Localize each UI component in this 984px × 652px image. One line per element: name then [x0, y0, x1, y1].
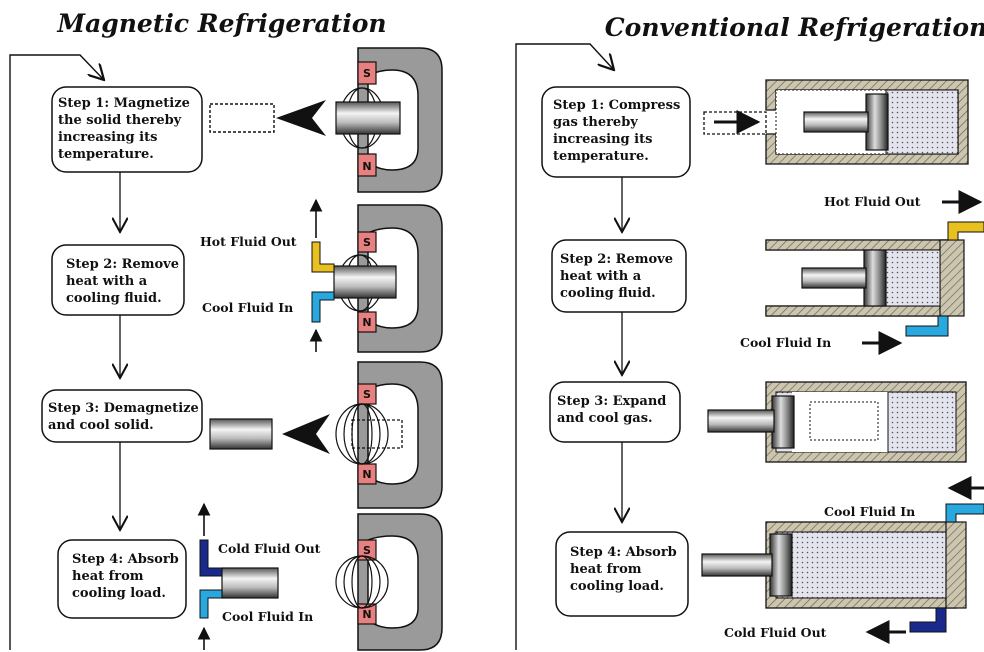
magnet-step-2: S N Hot Fluid Out Cool Fluid In: [200, 198, 443, 353]
cylinder-step-1: [703, 79, 969, 165]
conventional-step-2: Step 2: Remove heat with a cooling fluid…: [551, 239, 687, 313]
magnet-step-3: S N: [209, 361, 443, 509]
cylinder-step-2: Hot Fluid Out Cool Fluid In: [740, 190, 984, 355]
magnet-step-4: S N Cold Fluid Out Cool Fluid In: [197, 502, 443, 651]
svg-text:temperature.: temperature.: [58, 147, 154, 162]
svg-text:and cool solid.: and cool solid.: [48, 418, 154, 433]
svg-text:Step 2: Remove: Step 2: Remove: [560, 252, 673, 267]
svg-text:temperature.: temperature.: [553, 149, 649, 164]
svg-text:and cool gas.: and cool gas.: [557, 411, 653, 426]
magnetic-step-3: Step 3: Demagnetize and cool solid.: [41, 389, 203, 443]
cool-fluid-in-label: Cool Fluid In: [202, 300, 293, 315]
svg-text:heat from: heat from: [570, 562, 642, 577]
cycle-loop-line: [515, 43, 614, 650]
svg-text:increasing its: increasing its: [553, 132, 652, 147]
svg-text:cooling fluid.: cooling fluid.: [560, 286, 656, 301]
svg-text:N: N: [362, 160, 371, 173]
svg-text:S: S: [363, 67, 371, 80]
cold-fluid-out-label: Cold Fluid Out: [218, 541, 321, 556]
svg-text:heat from: heat from: [72, 569, 144, 584]
svg-text:Step 3: Demagnetize: Step 3: Demagnetize: [48, 401, 199, 416]
magnetic-step-1: Step 1: Magnetize the solid thereby incr…: [51, 86, 203, 173]
svg-text:Step 1: Magnetize: Step 1: Magnetize: [58, 96, 190, 111]
cool-fluid-in-label: Cool Fluid In: [824, 504, 915, 519]
magnet-step-1: S N: [209, 47, 443, 193]
conventional-step-3: Step 3: Expand and cool gas.: [549, 381, 681, 443]
svg-text:the solid thereby: the solid thereby: [58, 113, 182, 128]
svg-text:Step 2: Remove: Step 2: Remove: [66, 257, 179, 272]
svg-text:N: N: [362, 316, 371, 329]
cycle-loop-line: [9, 54, 104, 650]
cool-fluid-in-label: Cool Fluid In: [222, 609, 313, 624]
svg-text:cooling fluid.: cooling fluid.: [66, 291, 162, 306]
svg-text:S: S: [363, 236, 371, 249]
magnetic-panel: Magnetic Refrigeration Step 1: Magnetize…: [9, 9, 443, 651]
hot-fluid-out-label: Hot Fluid Out: [824, 194, 921, 209]
svg-text:increasing its: increasing its: [58, 130, 157, 145]
svg-text:S: S: [363, 388, 371, 401]
conventional-title: Conventional Refrigeration: [605, 13, 984, 42]
cool-fluid-in-label: Cool Fluid In: [740, 335, 831, 350]
svg-text:S: S: [363, 544, 371, 557]
conventional-step-4: Step 4: Absorb heat from cooling load.: [555, 531, 689, 617]
magnetic-step-2: Step 2: Remove heat with a cooling fluid…: [51, 244, 185, 316]
conventional-panel: Conventional Refrigeration Step 1: Compr…: [515, 13, 984, 650]
svg-text:Step 4: Absorb: Step 4: Absorb: [570, 545, 677, 560]
cold-fluid-out-label: Cold Fluid Out: [724, 625, 827, 640]
svg-text:N: N: [362, 608, 371, 621]
magnetic-title: Magnetic Refrigeration: [56, 9, 386, 38]
cylinder-step-3: [707, 381, 967, 463]
svg-text:cooling load.: cooling load.: [72, 586, 166, 601]
cylinder-step-4: Cool Fluid In Cold Fluid Out: [701, 476, 984, 644]
svg-text:Step 4: Absorb: Step 4: Absorb: [72, 552, 179, 567]
svg-text:cooling load.: cooling load.: [570, 579, 664, 594]
svg-text:heat with a: heat with a: [560, 269, 642, 284]
svg-text:Step 3: Expand: Step 3: Expand: [557, 394, 666, 409]
svg-text:gas thereby: gas thereby: [553, 115, 638, 130]
hot-fluid-out-label: Hot Fluid Out: [200, 234, 297, 249]
magnetic-step-4: Step 4: Absorb heat from cooling load.: [57, 539, 187, 619]
svg-text:heat with a: heat with a: [66, 274, 148, 289]
svg-text:N: N: [362, 468, 371, 481]
conventional-step-1: Step 1: Compress gas thereby increasing …: [541, 86, 691, 178]
svg-text:Step 1: Compress: Step 1: Compress: [553, 98, 680, 113]
